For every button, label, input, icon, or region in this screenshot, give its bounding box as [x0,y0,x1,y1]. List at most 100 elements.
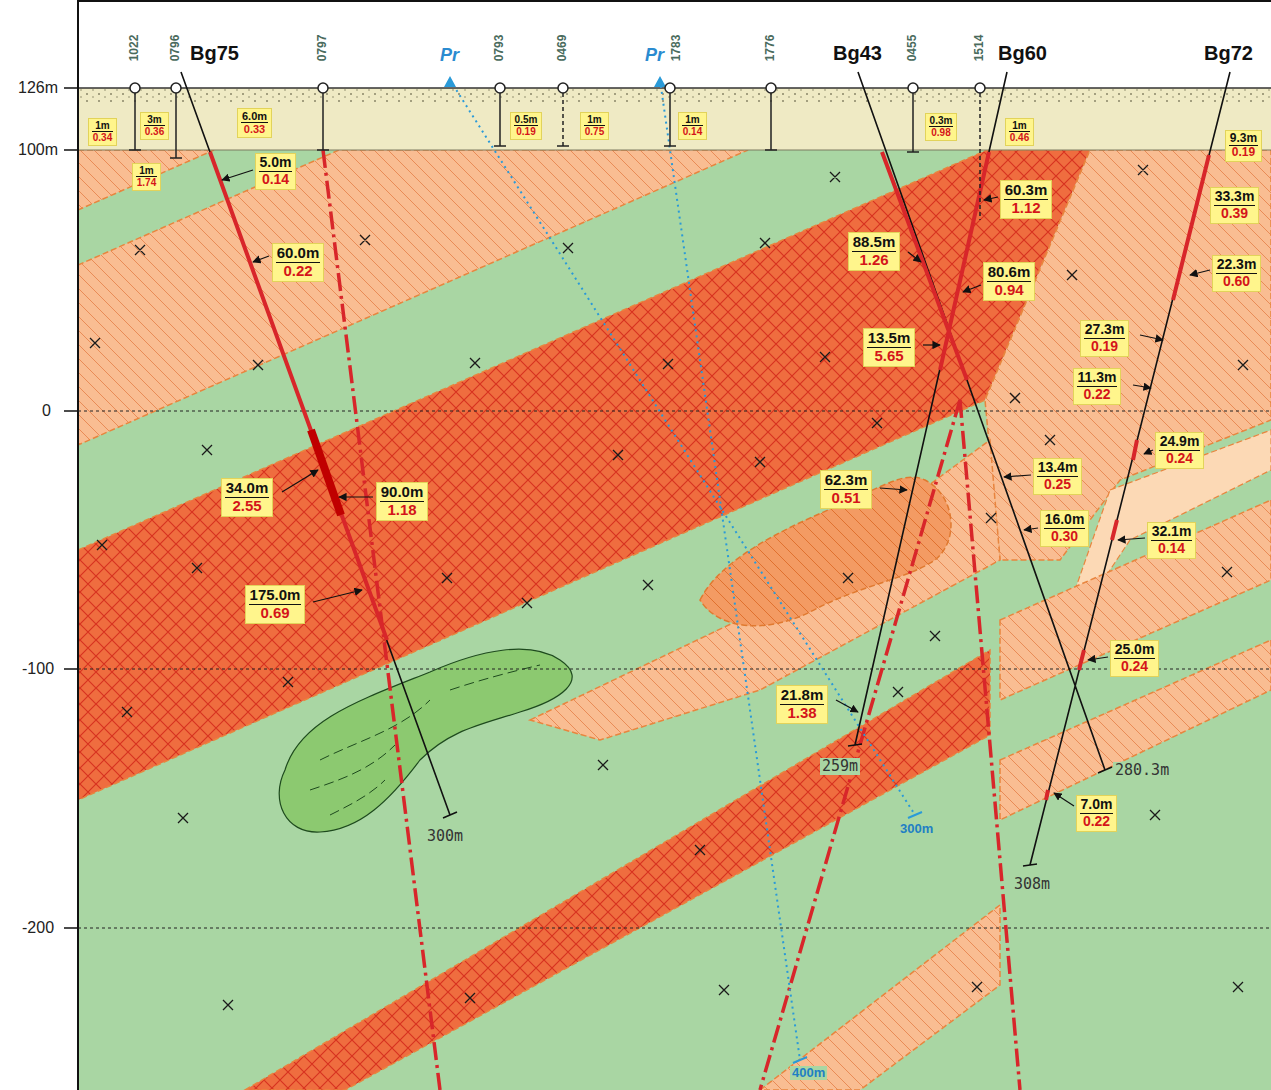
interval-length: 34.0m [225,480,269,498]
assay-interval-box: 1m0.14 [678,112,707,140]
grade-value: 0.19 [1084,339,1125,355]
interval-length: 5.0m [259,155,292,172]
grade-value: 0.39 [1214,206,1255,222]
assay-interval-box: 11.3m0.22 [1073,368,1121,405]
planned-collar [444,76,666,87]
assay-interval-box: 60.3m1.12 [1000,180,1052,219]
hole-depth: 308m [1012,876,1052,893]
assay-interval-box: 1m0.75 [580,112,609,140]
interval-length: 175.0m [249,587,301,605]
grade-value: 0.46 [1009,132,1030,143]
assay-interval-box: 0.5m0.19 [510,112,542,140]
hole-depth: 280.3m [1113,762,1171,779]
hole-depth: 259m [820,758,860,775]
grade-value: 5.65 [867,348,911,365]
assay-interval-box: 88.5m1.26 [848,232,900,271]
assay-interval-box: 32.1m0.14 [1147,522,1196,559]
interval-length: 25.0m [1114,642,1155,659]
assay-interval-box: 6.0m0.33 [237,108,272,138]
assay-interval-box: 60.0m0.22 [272,243,324,282]
hole-number: 0469 [556,35,569,62]
elevation-tick [64,88,78,928]
grade-value: 1.18 [380,502,424,519]
hole-end [557,145,569,147]
grade-value: 1.26 [852,252,896,269]
interval-length: 21.8m [780,687,824,705]
elevation-label: 126m [18,79,58,97]
elevation-label: 0 [42,402,51,420]
hole-collar [130,83,985,93]
interval-length: 32.1m [1151,524,1192,541]
hole-number: 1514 [973,35,986,62]
grade-value: 0.75 [584,126,605,137]
shallow-hole [129,93,919,158]
assay-interval-box: 16.0m0.30 [1040,510,1089,547]
assay-interval-box: 80.6m0.94 [983,262,1035,301]
ore-interval [210,152,1209,800]
interval-length: 13.4m [1037,460,1078,477]
assay-interval-box: 33.3m0.39 [1210,187,1259,224]
projected-ore-trace [323,150,1020,1090]
frame [77,0,79,1090]
cover-layer [78,88,1271,150]
interval-length: 27.3m [1084,322,1125,339]
hole-name: Bg72 [1204,42,1253,64]
elevation-label: -100 [22,660,54,678]
green-lens [279,649,572,832]
grade-value: 0.33 [241,123,268,135]
grade-value: 0.14 [682,126,703,137]
interval-length: 0.3m [929,115,953,127]
interval-length: 60.3m [1004,182,1048,200]
assay-interval-box: 7.0m0.22 [1076,795,1117,832]
hole-end [443,744,1112,866]
interval-length: 11.3m [1077,370,1117,387]
assay-interval-box: 24.9m0.24 [1155,432,1204,469]
elevation-label: -200 [22,919,54,937]
assay-interval-box: 62.3m0.51 [820,470,872,509]
planned-hole-name: Pr [440,46,459,66]
interval-length: 33.3m [1214,189,1255,206]
grade-value: 2.55 [225,498,269,515]
interval-length: 1m [1009,120,1030,132]
hole-number: 1022 [128,35,141,62]
high-grade-interval [311,430,341,515]
grade-value: 0.34 [92,132,113,143]
hole-number: 0797 [316,35,329,62]
grade-value: 0.60 [1216,274,1257,290]
interval-length: 1m [92,120,113,132]
interval-length: 1m [682,114,703,126]
grade-value: 1.12 [1004,200,1048,217]
altered-band [78,150,214,210]
interval-length: 88.5m [852,234,896,252]
elevation-line [78,411,1271,928]
hole-number: 0796 [169,35,182,62]
grade-value: 0.19 [1229,146,1258,159]
hole-number: 1776 [764,35,777,62]
interval-length: 1m [136,165,157,177]
assay-interval-box: 21.8m1.38 [776,685,828,724]
altered-band [1000,640,1271,820]
interval-length: 62.3m [824,472,868,490]
hole-depth: 300m [425,828,465,845]
grade-value: 0.36 [144,126,165,137]
lens-foliation [310,665,540,815]
assay-interval-box: 22.3m0.60 [1212,255,1261,292]
assay-interval-box: 175.0m0.69 [245,585,305,624]
interval-length: 7.0m [1080,797,1113,814]
hole-end [793,812,922,1063]
elevation-label: 100m [18,141,58,159]
hole-number: 0793 [493,35,506,62]
hole-depth: 400m [790,1066,827,1080]
assay-interval-box: 1m0.46 [1005,118,1034,146]
assay-interval-box: 3m0.36 [140,112,169,140]
interval-length: 24.9m [1159,434,1200,451]
assay-interval-box: 9.3m0.19 [1225,130,1262,162]
interval-length: 13.5m [867,330,911,348]
grade-value: 1.74 [136,177,157,188]
hole-depth: 300m [898,822,935,836]
planned-hole [450,80,915,1060]
cover-base [78,150,1271,151]
interval-length: 6.0m [241,110,268,123]
hole-name: Bg43 [833,42,882,64]
